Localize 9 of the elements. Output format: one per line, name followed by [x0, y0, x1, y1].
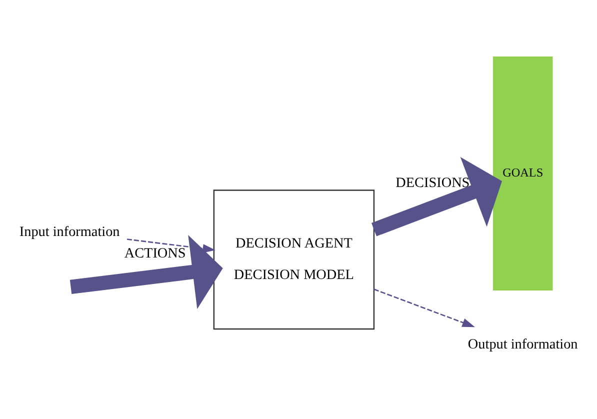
node-text: Output information [468, 336, 578, 352]
node-box: DECISION AGENT DECISION MODEL [213, 189, 375, 330]
node-text: Input information [19, 224, 120, 240]
arrow [374, 288, 475, 327]
node-box: GOALS [492, 56, 553, 290]
arrow [70, 234, 223, 308]
arrow [371, 156, 502, 236]
edge-label: ACTIONS [124, 244, 186, 261]
edge-label: DECISIONS [396, 174, 470, 190]
